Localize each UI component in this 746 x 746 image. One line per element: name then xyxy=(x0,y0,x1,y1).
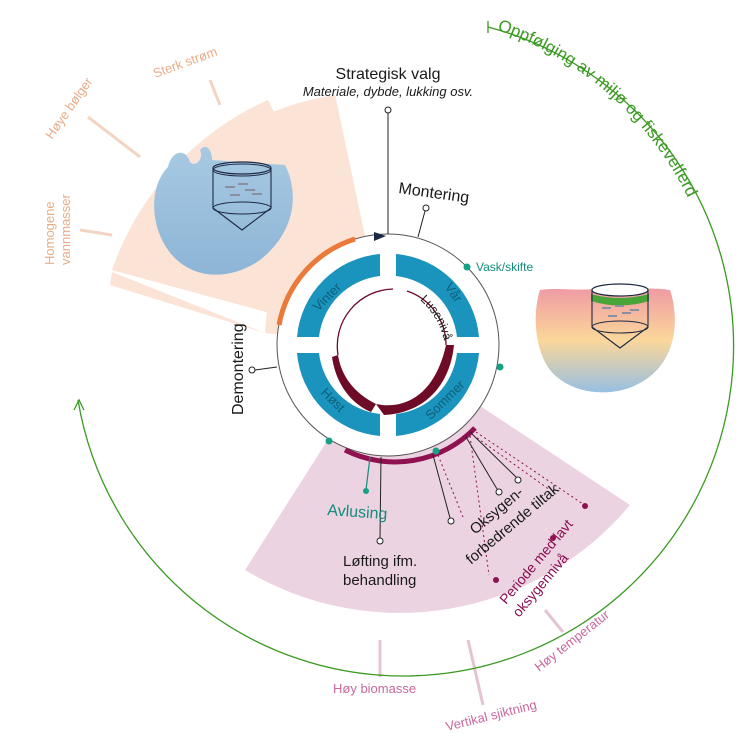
winter-period-arc xyxy=(276,236,356,326)
seasons-ring xyxy=(297,254,479,436)
connector-line xyxy=(254,366,278,371)
event-dot xyxy=(432,447,440,455)
event-dot xyxy=(325,437,333,445)
mounting-label: Montering xyxy=(397,180,470,207)
oxygen-marker xyxy=(495,488,503,496)
risk-tick xyxy=(87,115,141,159)
washing-dot xyxy=(463,263,471,271)
dotted-connector xyxy=(475,431,584,505)
risk-high-temperature: Høy temperatur xyxy=(532,607,613,675)
low-oxygen-marker xyxy=(550,535,556,541)
warm-sea-illustration xyxy=(535,283,675,393)
monitoring-arc xyxy=(73,21,735,677)
risk-high-waves: Høye bølger xyxy=(42,74,96,142)
risk-vertical-stratification: Vertikal sjiktning xyxy=(444,697,538,734)
risk-tick xyxy=(79,228,113,237)
risk-high-biomass: Høy biomasse xyxy=(333,681,416,696)
season-autumn xyxy=(297,353,380,436)
season-summer xyxy=(396,353,479,436)
washing-label: Vask/skifte xyxy=(476,260,533,274)
connector-line xyxy=(365,456,371,491)
delousing-marker xyxy=(363,488,369,494)
risk-tick xyxy=(208,79,222,106)
connector-line xyxy=(417,210,426,238)
risk-homogeneous-2: vannmasser xyxy=(58,194,73,265)
risk-strong-current: Sterk strøm xyxy=(151,44,219,81)
oxygen-marker xyxy=(447,517,455,525)
demounting-marker xyxy=(248,366,256,374)
event-dot xyxy=(496,363,504,371)
lifting-label-2: behandling xyxy=(343,572,416,589)
summer-risk-sector xyxy=(245,345,630,613)
dotted-connector xyxy=(437,454,464,518)
season-winter xyxy=(297,254,380,337)
lifting-label-1: Løfting ifm. xyxy=(343,553,417,570)
risk-homogeneous-1: Homogene xyxy=(42,201,57,265)
season-spring xyxy=(396,254,479,337)
cold-sea-illustration xyxy=(154,146,293,275)
dotted-connector xyxy=(469,435,490,576)
fish-icon xyxy=(602,305,639,317)
monitoring-label: Oppfølging av miljø og fiskevelferd xyxy=(496,16,702,200)
low-oxygen-marker xyxy=(493,577,499,583)
connector-line xyxy=(379,456,382,539)
summer-period-arc xyxy=(343,426,477,465)
demounting-label: Demontering xyxy=(230,323,247,415)
strategic-choice-title: Strategisk valg xyxy=(336,66,441,83)
lifting-marker xyxy=(376,537,384,545)
connector-line xyxy=(432,454,451,519)
low-oxygen-marker xyxy=(582,503,588,509)
risk-tick xyxy=(543,609,565,633)
strategic-choice-marker xyxy=(384,106,392,114)
connector-line xyxy=(469,431,517,478)
oxygen-marker xyxy=(514,476,522,484)
strategic-choice-subtitle: Materiale, dybde, lukking osv. xyxy=(303,84,473,99)
lice-level-band xyxy=(332,288,454,415)
mounting-marker xyxy=(422,204,430,212)
connector-line xyxy=(465,436,498,490)
dotted-connector xyxy=(472,434,551,491)
risk-tick xyxy=(466,639,485,706)
start-arrow-icon xyxy=(374,232,386,241)
delousing-label: Avlusing xyxy=(327,502,388,523)
fish-icon xyxy=(225,183,262,196)
